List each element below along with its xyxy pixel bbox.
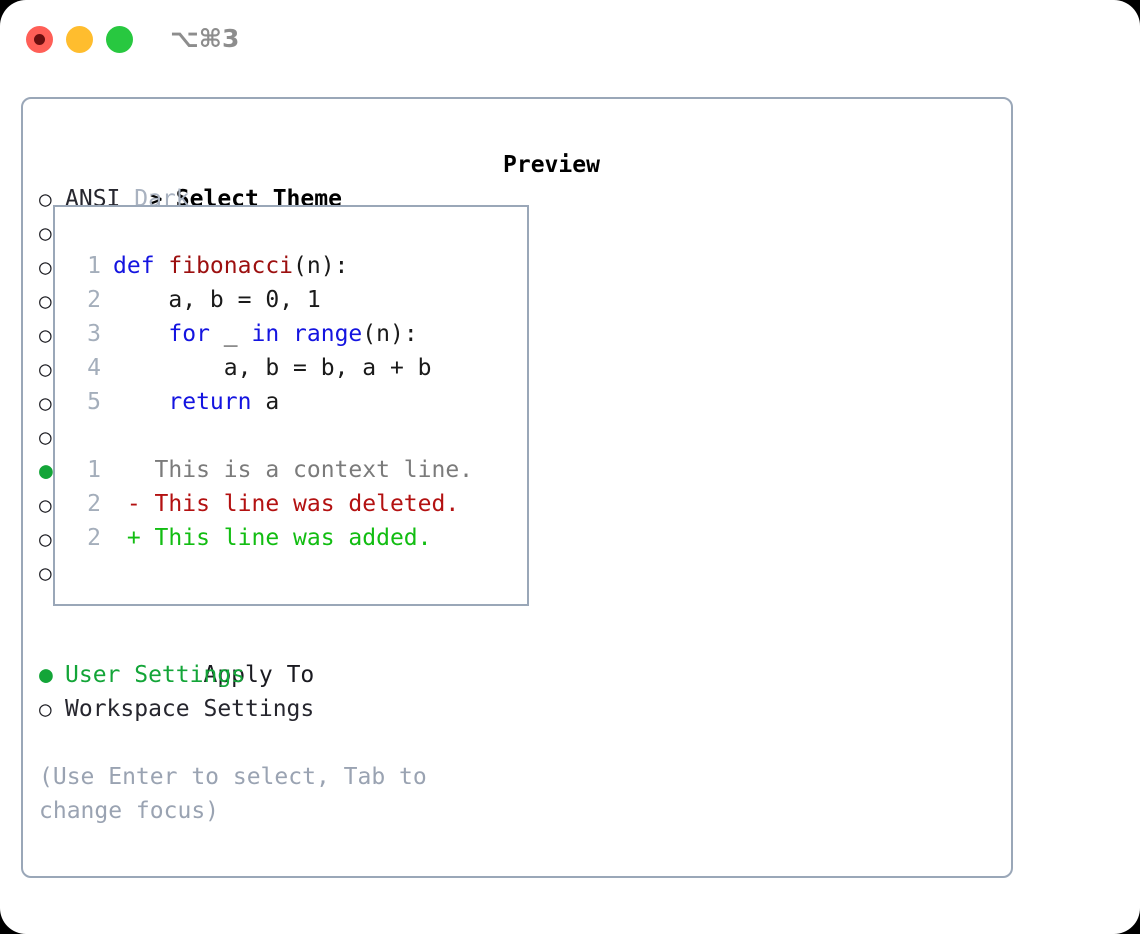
radio-selected-icon[interactable]: ● [39, 458, 53, 484]
code-token: a, b = [113, 287, 266, 313]
radio-unselected-icon[interactable]: ○ [39, 221, 52, 245]
code-token: range [293, 321, 363, 347]
radio-unselected-icon[interactable]: ○ [39, 357, 52, 381]
code-line: 5 return a [71, 385, 473, 419]
apply-to-item-label: Workspace Settings [65, 696, 315, 722]
radio-selected-icon[interactable]: ● [39, 662, 53, 688]
radio-unselected-icon[interactable]: ○ [39, 561, 52, 585]
diff-line-text: - This line was deleted. [113, 491, 460, 517]
code-token: for [168, 321, 210, 347]
code-line: 3 for _ in range(n): [71, 317, 473, 351]
preview-column: Preview [503, 148, 1003, 182]
apply-to-header-label: Apply To [203, 662, 315, 688]
diff-line: 2 + This line was added. [71, 521, 473, 555]
preview-title: Preview [503, 152, 600, 178]
apply-to-item-label: User Settings [65, 662, 246, 688]
apply-to-item-workspace-settings[interactable]: ○ Workspace Settings [39, 692, 479, 726]
line-number: 5 [87, 389, 101, 415]
code-token: fibonacci [168, 253, 294, 279]
radio-unselected-icon[interactable]: ○ [39, 391, 52, 415]
code-token [113, 321, 168, 347]
line-number: 1 [87, 457, 101, 483]
code-token: , [279, 287, 307, 313]
content-panel: > Select Theme ○ANSI Dark○Atom One Dark○… [21, 97, 1013, 878]
keyboard-hint: (Use Enter to select, Tab to change focu… [39, 764, 441, 824]
apply-to-item-user-settings[interactable]: ● User Settings [39, 658, 479, 692]
code-token: a [251, 389, 280, 415]
code-token: 0 [265, 287, 280, 313]
code-line: 1 def fibonacci(n): [71, 249, 473, 283]
radio-unselected-icon[interactable]: ○ [39, 697, 52, 721]
radio-unselected-icon[interactable]: ○ [39, 187, 52, 211]
diff-line: 2 - This line was deleted. [71, 487, 473, 521]
code-token: _ [209, 321, 252, 347]
theme-selector-header: > Select Theme [39, 148, 479, 212]
line-number: 2 [87, 525, 101, 551]
code-token: a, b = b, a + b [113, 355, 432, 381]
diff-line-text: This is a context line. [113, 457, 474, 483]
code-token: def [113, 253, 169, 279]
line-number: 4 [87, 355, 101, 381]
diff-line: 1 This is a context line. [71, 453, 473, 487]
maximize-button[interactable] [106, 26, 133, 53]
code-token: (n): [293, 253, 349, 279]
line-number: 2 [87, 287, 101, 313]
line-number: 1 [87, 253, 101, 279]
apply-to-list: ● User Settings ○ Workspace Settings [39, 658, 479, 726]
title-bar: ⌥⌘3 [0, 0, 1140, 78]
window-title-shortcut: ⌥⌘3 [170, 24, 240, 53]
code-token: (n): [362, 321, 418, 347]
line-number: 2 [87, 491, 101, 517]
diff-line-text: + This line was added. [113, 525, 432, 551]
code-token [113, 389, 168, 415]
radio-unselected-icon[interactable]: ○ [39, 255, 52, 279]
code-token: 1 [306, 287, 321, 313]
code-line: 4 a, b = b, a + b [71, 351, 473, 385]
radio-unselected-icon[interactable]: ○ [39, 289, 52, 313]
close-button[interactable] [26, 26, 53, 53]
minimize-button[interactable] [66, 26, 93, 53]
radio-unselected-icon[interactable]: ○ [39, 527, 52, 551]
code-token: in [251, 321, 280, 347]
radio-unselected-icon[interactable]: ○ [39, 493, 52, 517]
line-number: 3 [87, 321, 101, 347]
code-line: 2 a, b = 0, 1 [71, 283, 473, 317]
apply-to-section: Apply To ● User Settings ○ Workspace Settin… [39, 624, 479, 726]
radio-unselected-icon[interactable]: ○ [39, 425, 52, 449]
radio-unselected-icon[interactable]: ○ [39, 323, 52, 347]
code-diff-separator [71, 419, 473, 453]
code-token [279, 321, 293, 347]
apply-to-header: Apply To [39, 624, 479, 688]
code-token: return [168, 389, 252, 415]
